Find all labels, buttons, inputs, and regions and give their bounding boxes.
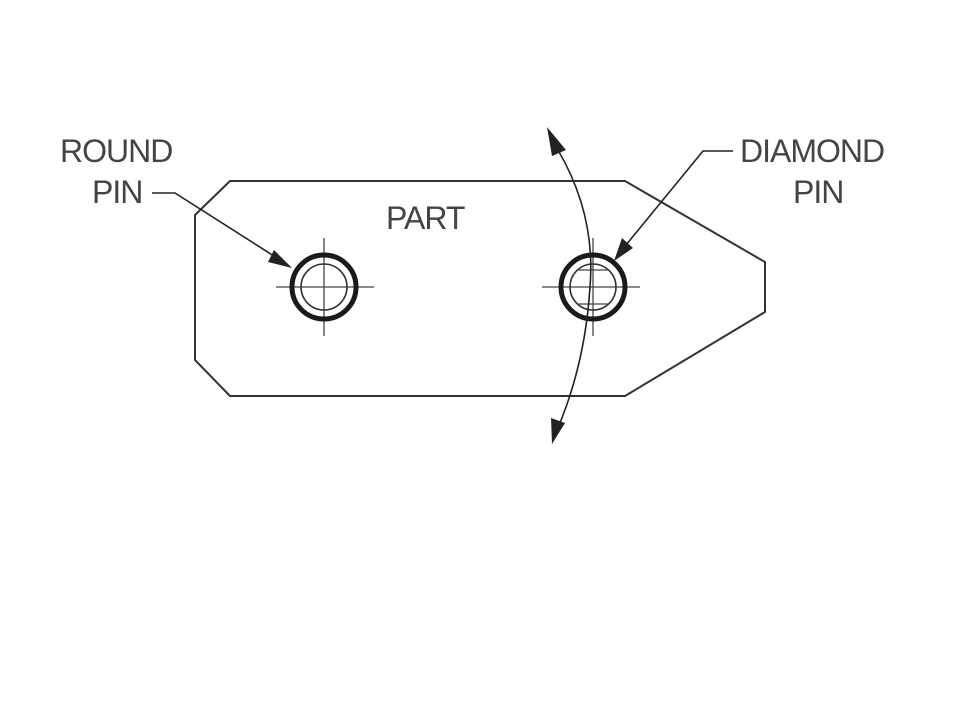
rotation-arrow — [547, 127, 592, 444]
diamond-pin-label-line1: DIAMOND — [740, 133, 884, 169]
round-pin — [276, 238, 374, 336]
diamond-pin-leader-arrowhead — [614, 238, 633, 261]
round-pin-label-line2: PIN — [92, 174, 142, 210]
diamond-pin — [542, 238, 640, 336]
part-label: PART — [386, 200, 465, 236]
round-pin-leader-arrowhead — [268, 250, 292, 268]
diamond-pin-outer-circle — [558, 252, 628, 322]
diamond-pin-relief — [577, 269, 609, 305]
rotation-arc — [556, 149, 592, 431]
diamond-pin-leader — [614, 150, 733, 261]
diamond-pin-label-line2: PIN — [793, 174, 843, 210]
round-pin-outer-circle — [289, 252, 359, 322]
rotation-arrowhead-top — [547, 127, 566, 156]
diamond-pin-leader-line — [625, 150, 733, 246]
round-pin-leader-line — [152, 192, 278, 259]
rotation-arrowhead-bottom — [551, 418, 565, 444]
round-pin-inner-circle — [300, 263, 348, 311]
part-outline — [194, 180, 766, 397]
round-pin-label-line1: ROUND — [60, 133, 172, 169]
round-pin-leader — [152, 192, 292, 268]
diamond-pin-inner-circle — [569, 263, 617, 311]
